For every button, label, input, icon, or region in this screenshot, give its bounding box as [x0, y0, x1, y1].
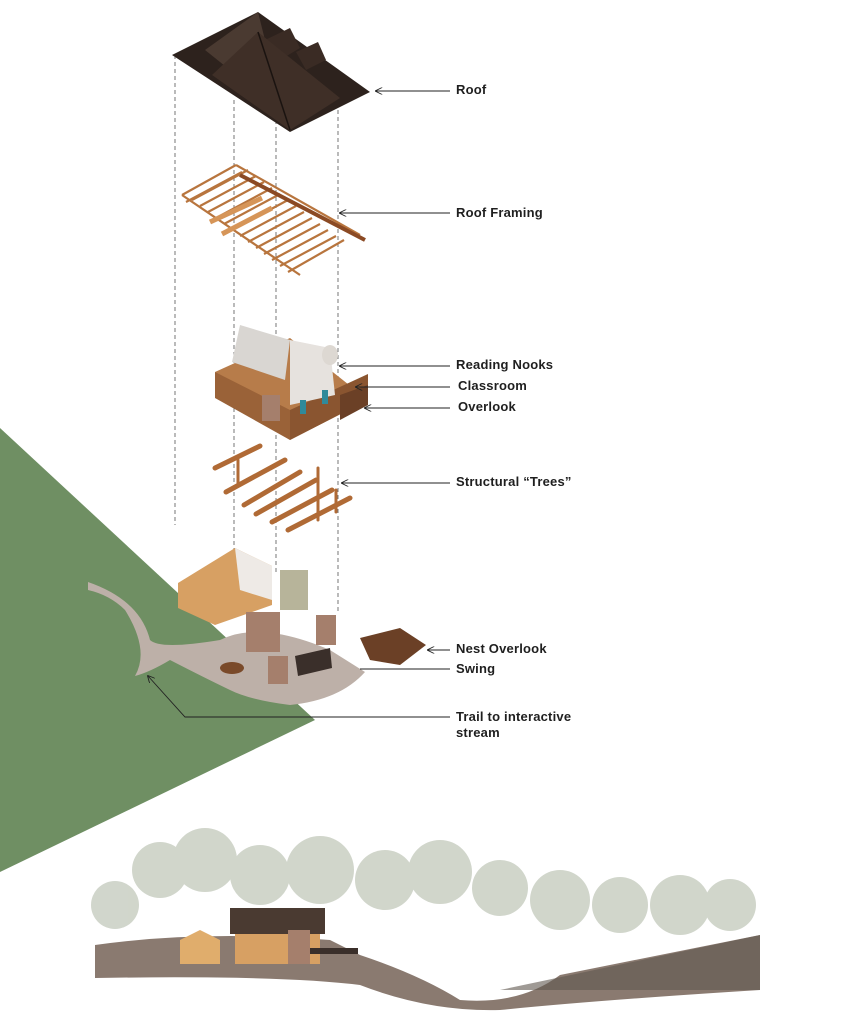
upper-floor-layer — [215, 325, 368, 440]
leader-lines — [148, 91, 450, 718]
roof-layer — [172, 12, 370, 132]
ground-level-layer — [88, 548, 426, 705]
roof-framing-layer — [181, 164, 366, 276]
label-structural-trees: Structural “Trees” — [456, 474, 572, 489]
label-overlook: Overlook — [458, 399, 516, 414]
label-nest-overlook: Nest Overlook — [456, 641, 547, 656]
label-swing: Swing — [456, 661, 496, 676]
label-trail-line2: stream — [456, 725, 500, 740]
label-roof: Roof — [456, 82, 487, 97]
label-trail-line1: Trail to interactive — [456, 709, 572, 724]
label-roof-framing: Roof Framing — [456, 205, 543, 220]
site-section — [91, 828, 760, 1011]
structural-trees-layer — [212, 443, 353, 533]
label-reading-nooks: Reading Nooks — [456, 357, 554, 372]
label-classroom: Classroom — [458, 378, 527, 393]
